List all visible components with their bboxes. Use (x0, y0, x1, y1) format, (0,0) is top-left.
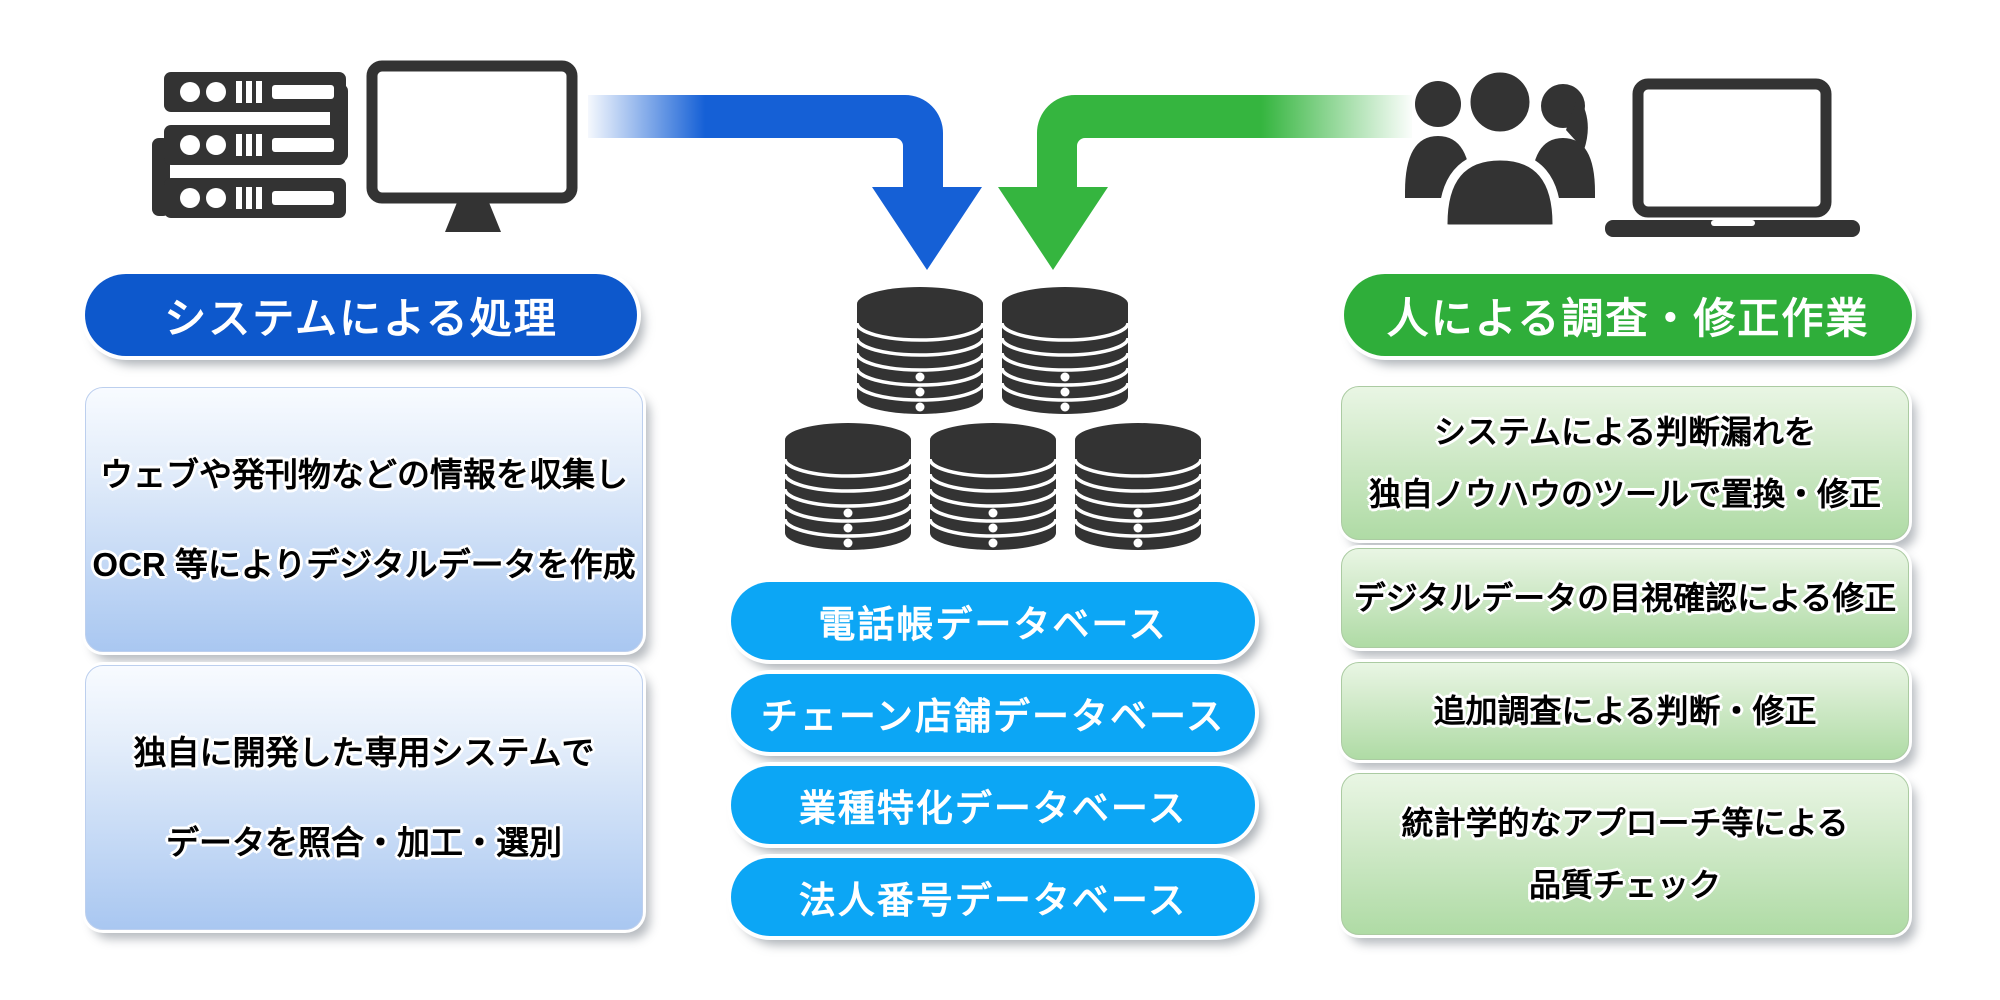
database-pill-corporate-number-label: 法人番号データベース (798, 880, 1188, 921)
database-pill-corporate-number: 法人番号データベース (731, 858, 1255, 936)
server-rack-icon (150, 72, 356, 222)
left-box2-line2: データを照合・加工・選別 (166, 823, 562, 861)
right-box1-line2: 独自ノウハウのツールで置換・修正 (1368, 476, 1881, 512)
laptop-icon (1605, 78, 1860, 240)
right-box4-line2: 品質チェック (1528, 867, 1721, 903)
right-section-header: 人による調査・修正作業 (1344, 274, 1912, 356)
database-pill-phonebook: 電話帳データベース (731, 582, 1255, 660)
right-section-header-label: 人による調査・修正作業 (1386, 294, 1870, 342)
right-task-box-1: システムによる判断漏れを 独自ノウハウのツールで置換・修正 (1341, 386, 1909, 540)
blue-bent-arrow-down-icon (588, 95, 982, 270)
green-bent-arrow-down-icon (998, 95, 1412, 270)
left-process-box-2: 独自に開発した専用システムで データを照合・加工・選別 (85, 665, 643, 930)
right-task-box-2: デジタルデータの目視確認による修正 (1341, 548, 1909, 648)
database-cluster-icon (783, 283, 1203, 555)
desktop-monitor-icon (366, 60, 581, 238)
left-box2-line1: 独自に開発した専用システムで (133, 733, 595, 771)
right-box4-line1: 統計学的なアプローチ等による (1401, 805, 1849, 841)
database-pill-phonebook-label: 電話帳データベース (818, 604, 1168, 645)
database-pill-industry-label: 業種特化データベース (798, 788, 1188, 829)
left-box1-line1: ウェブや発刊物などの情報を収集し (100, 455, 628, 493)
left-process-box-1: ウェブや発刊物などの情報を収集し OCR 等によりデジタルデータを作成 (85, 387, 643, 652)
left-section-header: システムによる処理 (85, 274, 637, 356)
right-task-box-4: 統計学的なアプローチ等による 品質チェック (1341, 773, 1909, 935)
left-section-header-label: システムによる処理 (164, 294, 558, 342)
right-box1-line1: システムによる判断漏れを (1433, 414, 1817, 450)
right-box3-line1: 追加調査による判断・修正 (1433, 693, 1817, 729)
right-box2-line1: デジタルデータの目視確認による修正 (1353, 580, 1897, 616)
left-box1-line2: OCR 等によりデジタルデータを作成 (92, 545, 636, 583)
database-pill-chain-store-label: チェーン店舗データベース (760, 696, 1226, 737)
database-pill-industry: 業種特化データベース (731, 766, 1255, 844)
database-pill-chain-store: チェーン店舗データベース (731, 674, 1255, 752)
people-group-icon (1398, 58, 1604, 234)
right-task-box-3: 追加調査による判断・修正 (1341, 662, 1909, 760)
